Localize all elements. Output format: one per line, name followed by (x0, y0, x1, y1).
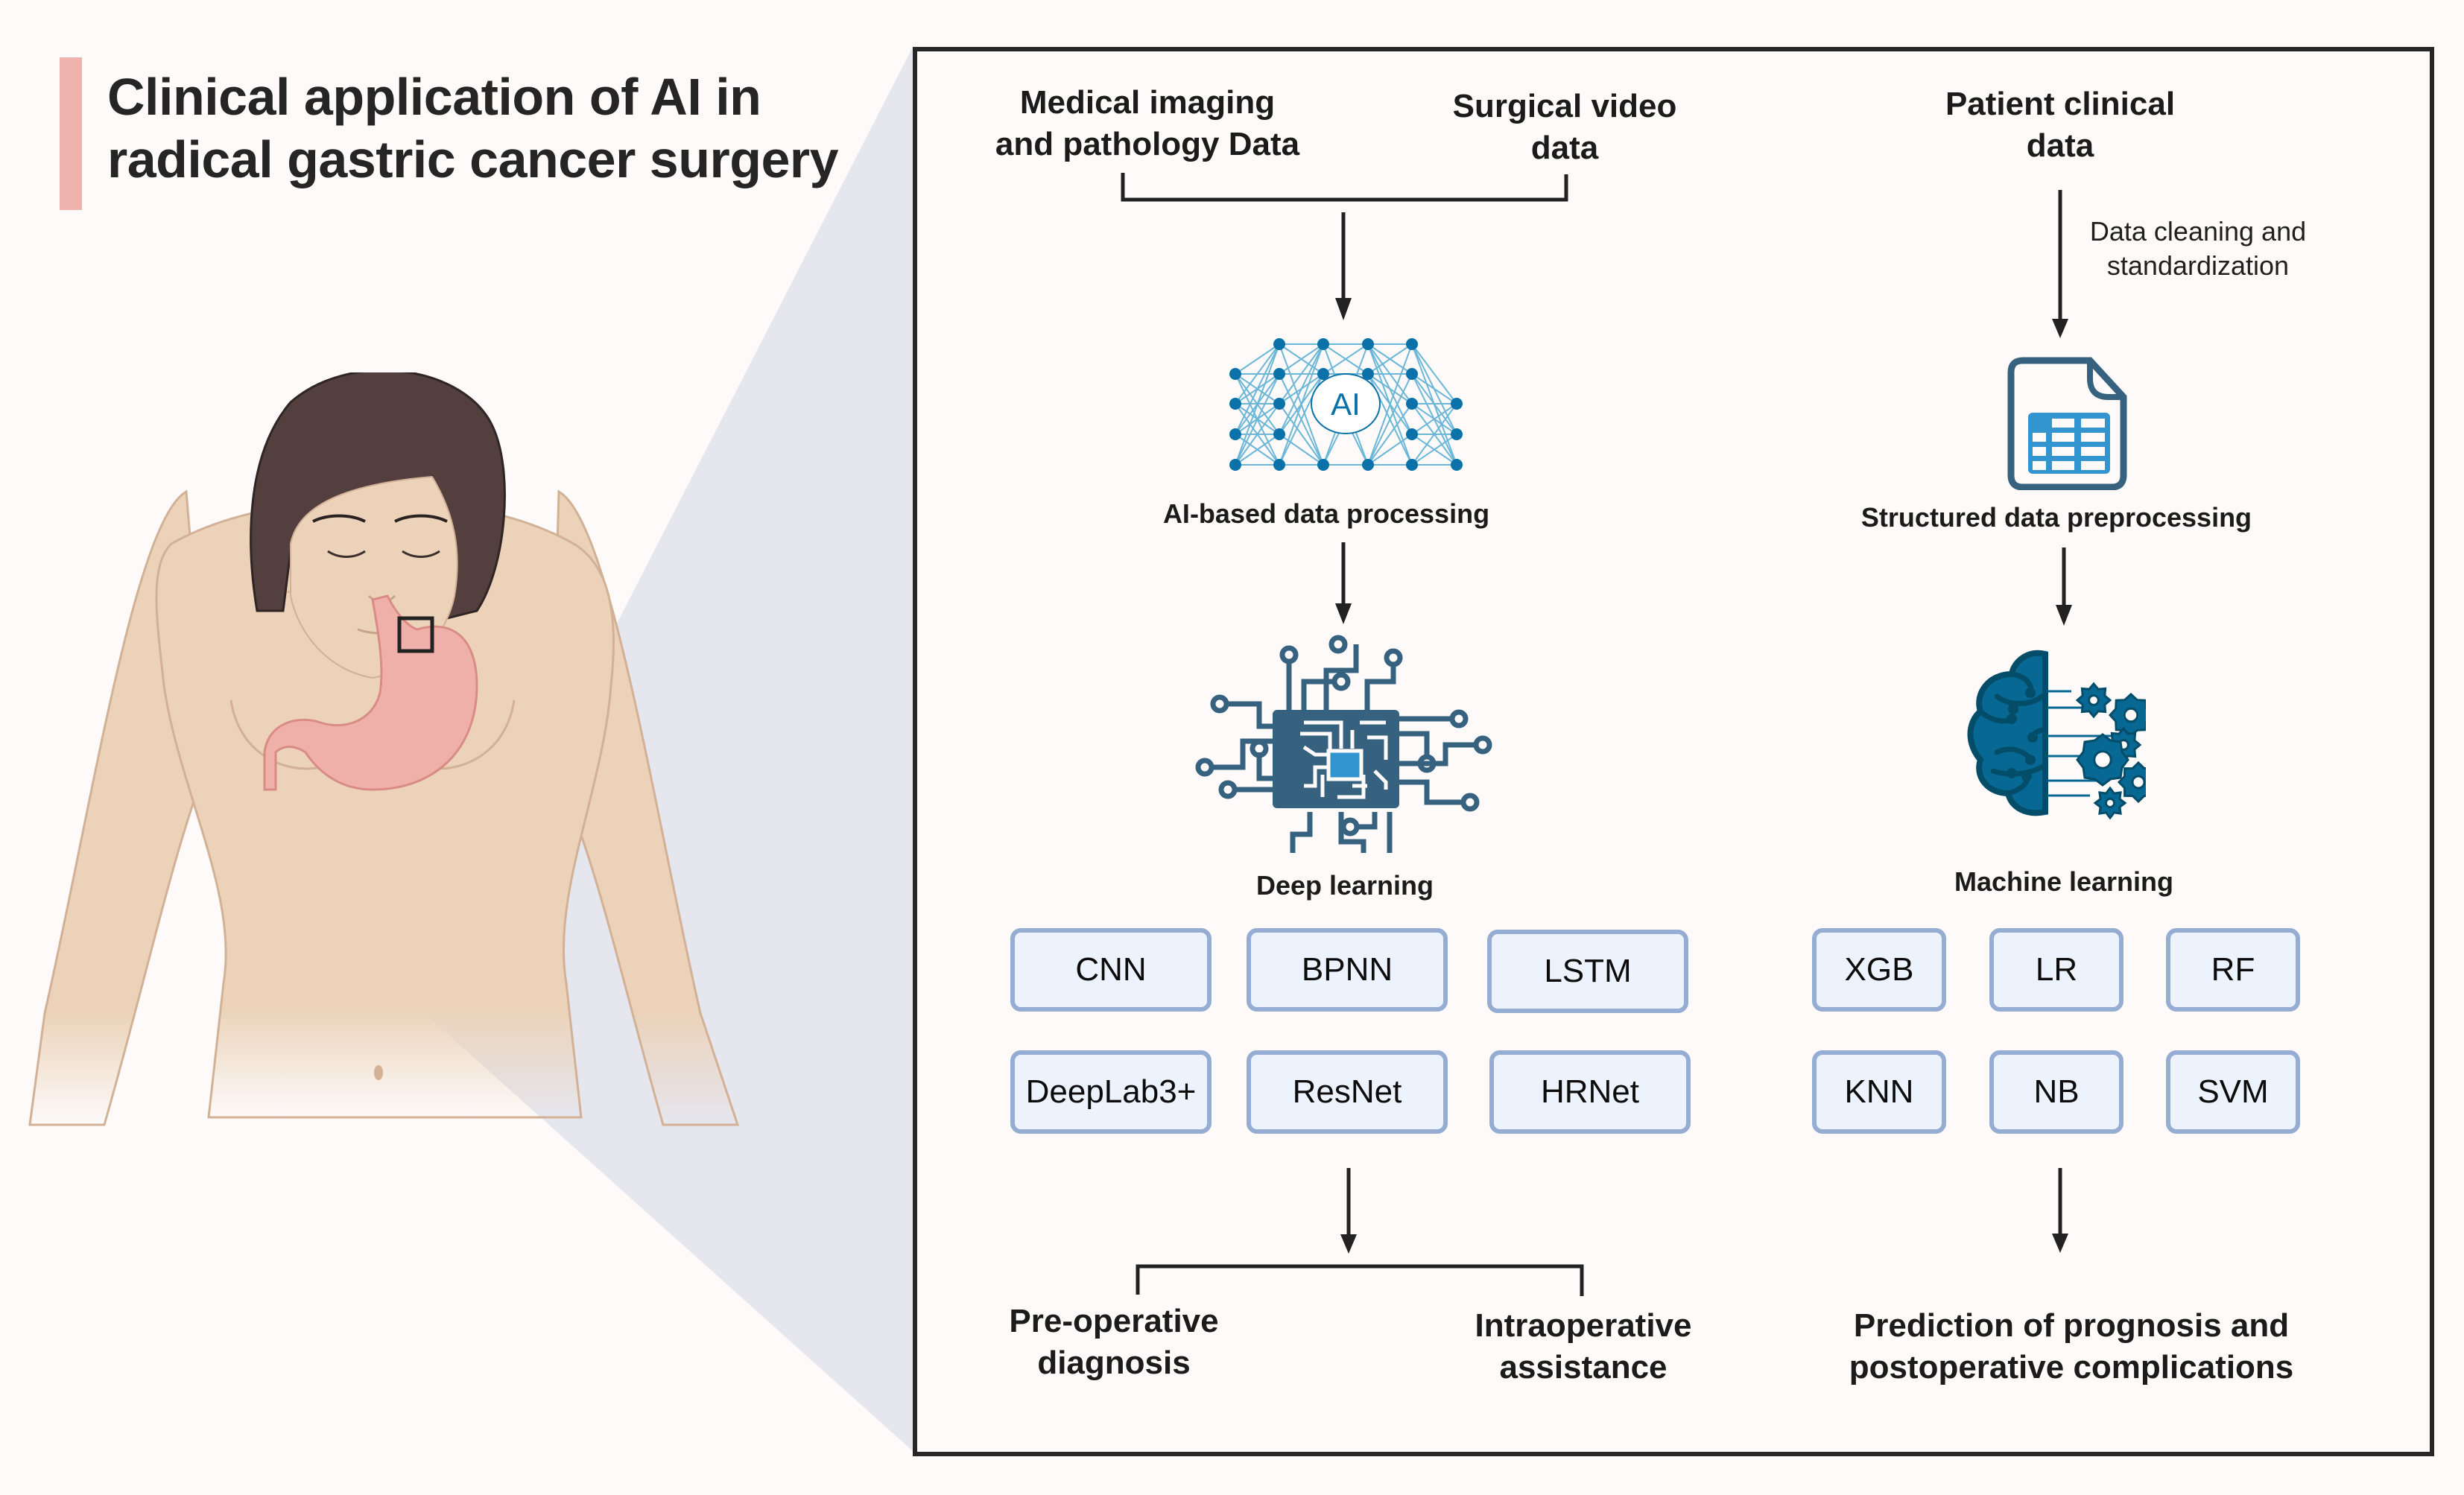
workflow-panel (913, 47, 2434, 1456)
model-chip-nb: NB (1989, 1050, 2123, 1134)
closed-eyes (327, 550, 440, 558)
ai-text: AI (1331, 387, 1361, 422)
spreadsheet-document-icon (2007, 357, 2127, 490)
network-node (1229, 368, 1241, 380)
ai-processing-label: AI-based data processing (1162, 498, 1490, 529)
network-node (1273, 398, 1285, 410)
region-of-interest-marker (397, 616, 434, 653)
page-title: Clinical application of AI in radical ga… (107, 68, 839, 188)
model-chip-svm: SVM (2166, 1050, 2300, 1134)
network-node (1317, 338, 1329, 350)
model-chip-deeplab3plus: DeepLab3+ (1010, 1050, 1212, 1134)
network-node (1273, 338, 1285, 350)
network-node (1362, 459, 1374, 471)
machine-learning-label: Machine learning (1954, 866, 2174, 897)
network-node (1406, 398, 1418, 410)
model-chip-knn: KNN (1812, 1050, 1946, 1134)
deep-learning-label: Deep learning (1255, 870, 1434, 901)
network-node (1229, 398, 1241, 410)
data-cleaning-note: Data cleaning and standardization (2089, 216, 2307, 281)
circuit-chip-icon (1195, 635, 1492, 853)
input-medical-imaging-label: Medical imaging and pathology Data (995, 84, 1300, 162)
model-chip-hrnet: HRNet (1489, 1050, 1691, 1134)
output-preoperative-diagnosis: Pre-operative diagnosis (1009, 1303, 1219, 1381)
stomach-organ (263, 594, 478, 791)
title-accent-bar (60, 57, 82, 210)
network-node (1362, 338, 1374, 350)
model-chip-lstm: LSTM (1487, 930, 1688, 1013)
network-node (1406, 459, 1418, 471)
structured-preprocessing-label: Structured data preprocessing (1860, 502, 2252, 533)
input-patient-clinical-data: Patient clinical data (1945, 86, 2176, 164)
network-node (1451, 459, 1463, 471)
network-node (1273, 459, 1285, 471)
network-node (1406, 338, 1418, 350)
neural-network-ai-icon: AI (1229, 338, 1463, 471)
network-node (1362, 368, 1374, 380)
output-intraoperative-assistance: Intraoperative assistance (1475, 1307, 1692, 1386)
network-node (1273, 368, 1285, 380)
network-node (1406, 368, 1418, 380)
face (290, 475, 458, 679)
model-chip-cnn: CNN (1010, 928, 1212, 1012)
network-node (1406, 428, 1418, 440)
network-node (1317, 459, 1329, 471)
network-node (1317, 368, 1329, 380)
network-node (1229, 428, 1241, 440)
output-prognosis-prediction: Prediction of prognosis and postoperativ… (1849, 1307, 2294, 1386)
brain-gears-ml-icon (1967, 650, 2146, 819)
input-surgical-video-label: Surgical video data (1452, 88, 1677, 166)
model-chip-lr: LR (1989, 928, 2123, 1012)
model-chip-resnet: ResNet (1247, 1050, 1448, 1134)
network-node (1273, 428, 1285, 440)
model-chip-xgb: XGB (1812, 928, 1946, 1012)
model-chip-rf: RF (2166, 928, 2300, 1012)
network-node (1451, 398, 1463, 410)
female-figure-illustration (28, 372, 740, 1126)
network-node (1229, 459, 1241, 471)
model-chip-bpnn: BPNN (1247, 928, 1448, 1012)
network-node (1451, 428, 1463, 440)
